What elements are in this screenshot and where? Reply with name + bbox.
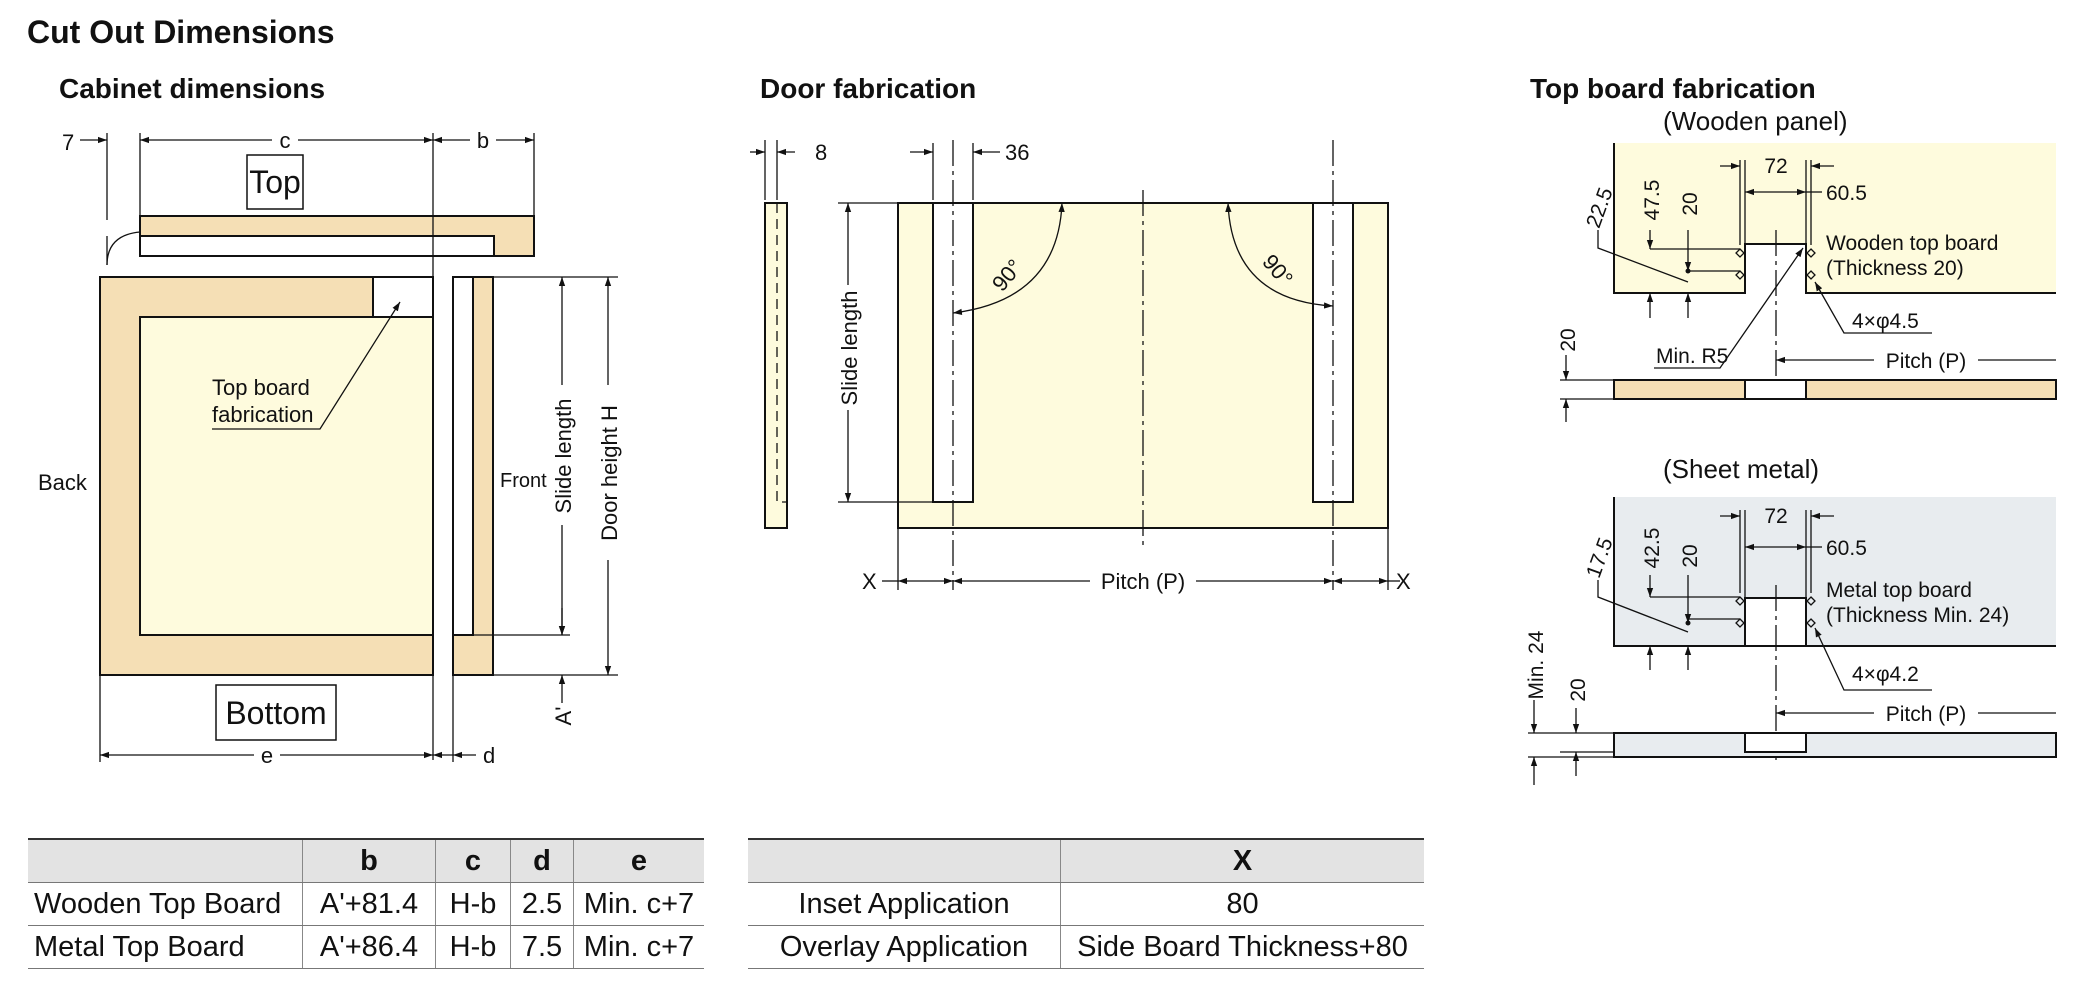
top-board-cutout <box>372 276 434 318</box>
table-cell: Side Board Thickness+80 <box>1060 925 1424 969</box>
metal-holes: 4×φ4.2 <box>1852 663 1919 686</box>
metal-dim-17-5: 17.5 <box>1582 535 1618 581</box>
table-row: Metal Top Board A'+86.4 H-b 7.5 Min. c+7 <box>28 925 704 969</box>
callout-leader <box>212 301 401 430</box>
table-header-cell <box>748 838 1061 883</box>
table-cell: Min. c+7 <box>573 882 704 926</box>
callout-top-board-2: fabrication <box>212 402 314 427</box>
dim-a-prime: A' <box>551 707 576 726</box>
table-header-cell: e <box>573 838 704 883</box>
table-header-row: X <box>748 838 1424 883</box>
door-section-title: Door fabrication <box>760 73 976 104</box>
metal-dim-42-5: 42.5 <box>1641 528 1664 569</box>
dim-pitch: Pitch (P) <box>1101 569 1185 594</box>
wooden-dim-20-v: 20 <box>1679 192 1702 215</box>
cabinet-diagram: Top Bottom Back Front Top board fabricat… <box>38 126 622 768</box>
metal-dim-20-side: 20 <box>1567 678 1590 701</box>
metal-min-24: Min. 24 <box>1525 630 1548 699</box>
sheet-metal-diagram: (Sheet metal) 72 60.5 42.5 20 17.5 Metal… <box>1525 454 2057 785</box>
page-title: Cut Out Dimensions <box>27 14 335 50</box>
angle-arc-right <box>1225 202 1334 309</box>
wooden-subtitle: (Wooden panel) <box>1663 106 1848 136</box>
table-header-cell: c <box>435 838 511 883</box>
dim-b: b <box>477 128 489 153</box>
wooden-dim-20-side: 20 <box>1557 328 1580 351</box>
cabinet-top-board-groove <box>139 235 495 257</box>
metal-dim-60-5: 60.5 <box>1826 537 1867 560</box>
wooden-dim-22-5: 22.5 <box>1582 185 1618 231</box>
top-board-swing-arc <box>106 231 141 266</box>
dim-slide-length: Slide length <box>551 399 576 514</box>
table-row: Overlay Application Side Board Thickness… <box>748 925 1424 969</box>
wooden-holes: 4×φ4.5 <box>1852 310 1919 333</box>
table-row: Wooden Top Board A'+81.4 H-b 2.5 Min. c+… <box>28 882 704 926</box>
metal-note-1: Metal top board <box>1826 579 1972 602</box>
label-back: Back <box>38 470 88 495</box>
door-dimension-table: X Inset Application 80 Overlay Applicati… <box>748 838 1424 969</box>
wooden-panel-diagram: (Wooden panel) 72 60.5 47.5 20 22.5 <box>1557 106 2057 422</box>
wooden-note-1: Wooden top board <box>1826 232 1998 255</box>
top-board-section-title: Top board fabrication <box>1530 73 1816 104</box>
metal-dim-20-v: 20 <box>1679 544 1702 567</box>
label-top: Top <box>249 164 301 200</box>
metal-note-2: (Thickness Min. 24) <box>1826 604 2009 627</box>
dim-d: d <box>483 743 495 768</box>
front-edge-groove <box>452 276 474 636</box>
label-bottom: Bottom <box>225 695 326 731</box>
table-cell: Min. c+7 <box>573 925 704 969</box>
cabinet-section-title: Cabinet dimensions <box>59 73 325 104</box>
dim-x-right: X <box>1396 569 1411 594</box>
table-cell: 2.5 <box>510 882 574 926</box>
dim-7: 7 <box>62 130 74 155</box>
dim-x-left: X <box>862 569 877 594</box>
wooden-min-r5: Min. R5 <box>1656 345 1728 368</box>
dim-8: 8 <box>815 140 827 165</box>
angle-arc-left <box>952 202 1065 316</box>
wooden-dim-72: 72 <box>1764 155 1787 178</box>
door-diagram: 8 36 Slide length 90° 90° <box>750 140 1411 594</box>
metal-section-board <box>1613 732 2057 758</box>
table-row: Inset Application 80 <box>748 882 1424 926</box>
callout-top-board-1: Top board <box>212 375 310 400</box>
table-header-cell <box>28 838 303 883</box>
table-cell: H-b <box>435 882 511 926</box>
table-cell: Wooden Top Board <box>28 882 303 926</box>
wooden-pitch: Pitch (P) <box>1886 350 1967 373</box>
label-front: Front <box>500 470 547 492</box>
wooden-dim-60-5: 60.5 <box>1826 182 1867 205</box>
table-header-cell: d <box>510 838 574 883</box>
dim-c: c <box>280 128 291 153</box>
table-cell: A'+81.4 <box>302 882 436 926</box>
metal-pitch: Pitch (P) <box>1886 703 1967 726</box>
table-cell: A'+86.4 <box>302 925 436 969</box>
dim-e: e <box>261 743 273 768</box>
door-edge-view <box>764 202 788 529</box>
cabinet-inner-panel <box>139 316 434 636</box>
dim-door-height: Door height H <box>597 405 622 541</box>
wooden-section-board <box>1613 379 2057 400</box>
dim-door-slide-length: Slide length <box>837 291 862 406</box>
table-header-row: b c d e <box>28 838 704 883</box>
table-cell: Overlay Application <box>748 925 1061 969</box>
table-header-cell: X <box>1060 838 1424 883</box>
dim-36: 36 <box>1005 140 1029 165</box>
wooden-dim-47-5: 47.5 <box>1641 180 1664 221</box>
table-cell: 80 <box>1060 882 1424 926</box>
table-cell: Metal Top Board <box>28 925 303 969</box>
table-cell: 7.5 <box>510 925 574 969</box>
table-cell: Inset Application <box>748 882 1061 926</box>
table-header-cell: b <box>302 838 436 883</box>
wooden-note-2: (Thickness 20) <box>1826 257 1964 280</box>
cabinet-dimension-table: b c d e Wooden Top Board A'+81.4 H-b 2.5… <box>28 838 704 969</box>
table-cell: H-b <box>435 925 511 969</box>
door-edge-groove <box>776 203 787 503</box>
metal-dim-72: 72 <box>1764 505 1787 528</box>
metal-subtitle: (Sheet metal) <box>1663 454 1819 484</box>
